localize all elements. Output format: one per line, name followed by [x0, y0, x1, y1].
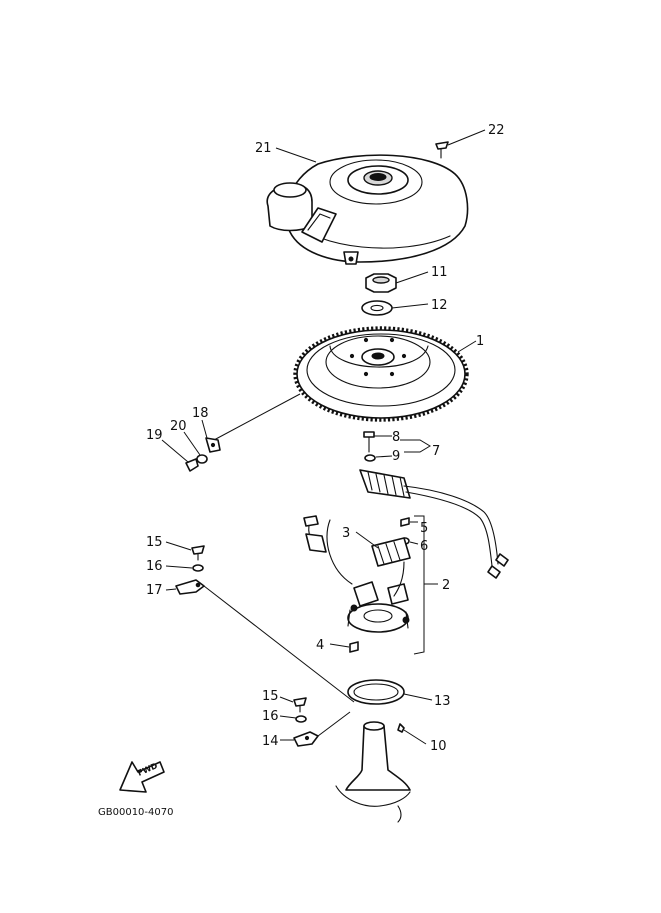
callout-21: 21 [255, 141, 272, 156]
callout-12: 12 [431, 298, 448, 313]
flywheel-cover [266, 154, 469, 265]
fwd-arrow-icon: FWD [119, 761, 165, 793]
callout-1: 1 [476, 334, 484, 349]
callout-9: 9 [392, 449, 400, 464]
clamp-17 [165, 579, 355, 703]
callout-18: 18 [192, 406, 209, 421]
screw-22 [435, 129, 486, 159]
callout-4: 4 [316, 638, 324, 653]
callout-19: 19 [146, 428, 163, 443]
flywheel [213, 326, 477, 441]
charge-coil-3 [303, 515, 411, 633]
diagram-code: GB00010-4070 [98, 807, 173, 818]
callout-22: 22 [488, 123, 505, 138]
bolt-8 [363, 431, 392, 453]
callout-6: 6 [420, 539, 428, 554]
callout-labels: 21 22 11 12 1 18 20 19 8 7 9 3 5 6 2 15 … [146, 123, 505, 754]
callout-10: 10 [430, 739, 447, 754]
callout-16-top: 16 [146, 559, 163, 574]
callout-15-bottom: 15 [262, 689, 279, 704]
bracket-18 [201, 419, 221, 453]
callout-5: 5 [420, 521, 428, 536]
callout-20: 20 [170, 419, 187, 434]
callout-11: 11 [431, 265, 448, 280]
screw-4 [329, 641, 359, 653]
washer-16-bottom [279, 715, 307, 723]
callout-2: 2 [442, 578, 450, 593]
callout-8: 8 [392, 430, 400, 445]
rectifier-7 [359, 439, 509, 579]
screw-15-top [165, 541, 205, 561]
washer-16-top [165, 564, 204, 572]
washer-20 [183, 431, 208, 464]
key-10 [397, 723, 427, 745]
callout-15-top: 15 [146, 535, 163, 550]
screw-19 [161, 439, 199, 472]
crankshaft-end [335, 721, 411, 823]
callout-14: 14 [262, 734, 279, 749]
callout-13: 13 [434, 694, 451, 709]
screw-15-bottom [279, 696, 307, 713]
callout-17: 17 [146, 583, 163, 598]
clamp-14 [280, 711, 351, 747]
callout-3: 3 [342, 526, 350, 541]
washer-9 [364, 454, 393, 462]
seal-13 [347, 679, 433, 705]
nut-11 [365, 271, 429, 293]
washer-12 [361, 300, 429, 316]
callout-16-bottom: 16 [262, 709, 279, 724]
stator-assembly [413, 515, 438, 655]
screw-5 [400, 517, 418, 527]
callout-7: 7 [432, 444, 440, 459]
